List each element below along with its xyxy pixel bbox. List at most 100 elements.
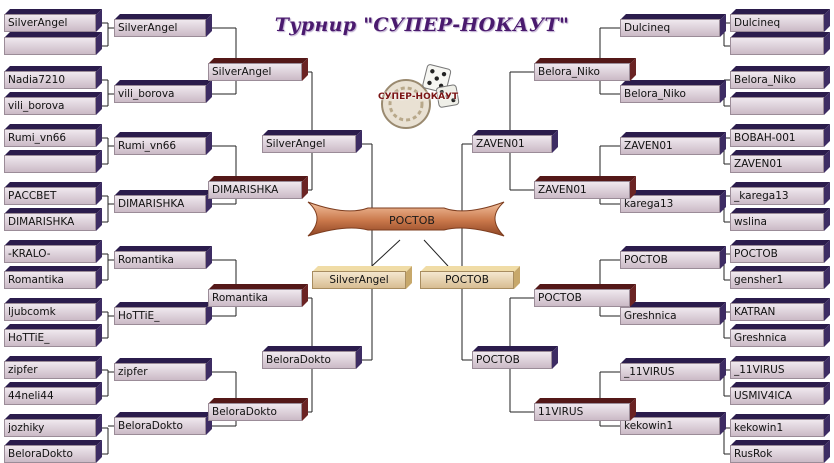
right-round1-slot[interactable]: [730, 92, 830, 115]
left-semifinal-slot[interactable]: BeloraDokto: [262, 346, 362, 369]
player-name: BeloraDokto: [118, 420, 183, 432]
right-round1-slot[interactable]: ВОВАН-001: [730, 124, 830, 147]
right-round1-slot[interactable]: gensher1: [730, 266, 830, 289]
right-round1-slot[interactable]: USMIV4ICA: [730, 382, 830, 405]
right-round2-slot[interactable]: kekowin1: [620, 412, 726, 435]
right-round1-slot[interactable]: wslina: [730, 208, 830, 231]
left-round2-slot[interactable]: Romantika: [114, 246, 212, 269]
player-name: Romantika: [8, 274, 64, 286]
player-name: _11VIRUS: [734, 364, 785, 376]
left-round1-slot[interactable]: [4, 150, 102, 173]
player-name: -KRALO-: [8, 248, 51, 260]
player-name: [734, 98, 820, 114]
left-round3-slot[interactable]: BeloraDokto: [208, 398, 308, 421]
player-name: wslina: [734, 216, 767, 228]
left-round1-slot[interactable]: Rumi_vn66: [4, 124, 102, 147]
left-round1-slot[interactable]: ljubcomk: [4, 298, 102, 321]
left-round1-slot[interactable]: zipfer: [4, 356, 102, 379]
player-name: BeloraDokto: [266, 354, 331, 366]
logo-text: СУПЕР-НОКАУТ: [378, 92, 459, 102]
right-round2-slot[interactable]: Belora_Niko: [620, 80, 726, 103]
right-round1-slot[interactable]: ZAVEN01: [730, 150, 830, 173]
left-round1-slot[interactable]: -KRALO-: [4, 240, 102, 263]
left-round1-slot[interactable]: vili_borova: [4, 92, 102, 115]
right-finalist-slot[interactable]: РОСТОВ: [420, 266, 520, 289]
player-name: SilverAngel: [8, 17, 68, 29]
right-round2-slot[interactable]: karega13: [620, 190, 726, 213]
player-name: Dulcineq: [734, 17, 781, 29]
player-name: DIMARISHKA: [118, 198, 185, 210]
right-round3-slot[interactable]: Belora_Niko: [534, 58, 636, 81]
player-name: РОСТОВ: [734, 248, 778, 260]
left-round2-slot[interactable]: SilverAngel: [114, 14, 212, 37]
player-name: ljubcomk: [8, 306, 56, 318]
left-round3-slot[interactable]: Romantika: [208, 284, 308, 307]
player-name: [8, 156, 92, 172]
player-name: RusRok: [734, 448, 773, 460]
left-round2-slot[interactable]: HoTTiE_: [114, 302, 212, 325]
right-round3-slot[interactable]: РОСТОВ: [534, 284, 636, 307]
left-round1-slot[interactable]: SilverAngel: [4, 9, 102, 32]
player-name: BeloraDokto: [8, 448, 73, 460]
left-round3-slot[interactable]: SilverAngel: [208, 58, 308, 81]
left-round3-slot[interactable]: DIMARISHKA: [208, 176, 308, 199]
right-round1-slot[interactable]: РОСТОВ: [730, 240, 830, 263]
left-semifinal-slot[interactable]: SilverAngel: [262, 130, 362, 153]
player-name: РОСТОВ: [624, 254, 668, 266]
player-name: SilverAngel: [329, 274, 389, 286]
player-name: РОСТОВ: [538, 292, 582, 304]
right-round1-slot[interactable]: RusRok: [730, 440, 830, 463]
player-name: DIMARISHKA: [8, 216, 75, 228]
player-name: kekowin1: [624, 420, 674, 432]
left-round1-slot[interactable]: DIMARISHKA: [4, 208, 102, 231]
right-round2-slot[interactable]: РОСТОВ: [620, 246, 726, 269]
right-semifinal-slot[interactable]: РОСТОВ: [472, 346, 558, 369]
player-name: SilverAngel: [212, 66, 272, 78]
player-name: SilverAngel: [266, 138, 326, 150]
right-round1-slot[interactable]: [730, 32, 830, 55]
left-round2-slot[interactable]: DIMARISHKA: [114, 190, 212, 213]
right-round1-slot[interactable]: Greshnica: [730, 324, 830, 347]
left-round2-slot[interactable]: Rumi_vn66: [114, 132, 212, 155]
left-round1-slot[interactable]: [4, 32, 102, 55]
right-round3-slot[interactable]: ZAVEN01: [534, 176, 636, 199]
player-name: [8, 38, 92, 54]
right-round2-slot[interactable]: Greshnica: [620, 302, 726, 325]
right-round3-slot[interactable]: 11VIRUS: [534, 398, 636, 421]
player-name: vili_borova: [118, 88, 175, 100]
right-round2-slot[interactable]: ZAVEN01: [620, 132, 726, 155]
left-round1-slot[interactable]: 44neli44: [4, 382, 102, 405]
left-round1-slot[interactable]: Romantika: [4, 266, 102, 289]
left-round2-slot[interactable]: vili_borova: [114, 80, 212, 103]
right-round1-slot[interactable]: Dulcineq: [730, 9, 830, 32]
right-round1-slot[interactable]: _karega13: [730, 182, 830, 205]
player-name: ZAVEN01: [476, 138, 525, 150]
right-round1-slot[interactable]: _11VIRUS: [730, 356, 830, 379]
champion-name: РОСТОВ: [389, 214, 435, 227]
player-name: gensher1: [734, 274, 784, 286]
player-name: kekowin1: [734, 422, 784, 434]
player-name: _karega13: [734, 190, 789, 202]
player-name: Dulcineq: [624, 22, 671, 34]
left-round1-slot[interactable]: jozhiky: [4, 414, 102, 437]
left-round1-slot[interactable]: Nadia7210: [4, 66, 102, 89]
player-name: РОСТОВ: [476, 354, 520, 366]
bracket-line: [371, 239, 401, 267]
right-round1-slot[interactable]: KATRAN: [730, 298, 830, 321]
left-round1-slot[interactable]: РАССВЕТ: [4, 182, 102, 205]
player-name: Nadia7210: [8, 74, 66, 86]
right-semifinal-slot[interactable]: ZAVEN01: [472, 130, 558, 153]
player-name: ВОВАН-001: [734, 132, 796, 144]
right-round1-slot[interactable]: Belora_Niko: [730, 66, 830, 89]
right-round2-slot[interactable]: _11VIRUS: [620, 358, 726, 381]
left-round1-slot[interactable]: BeloraDokto: [4, 440, 102, 463]
player-name: HoTTiE_: [8, 332, 50, 344]
right-round1-slot[interactable]: kekowin1: [730, 414, 830, 437]
left-finalist-slot[interactable]: SilverAngel: [312, 266, 412, 289]
right-round2-slot[interactable]: Dulcineq: [620, 14, 726, 37]
left-round2-slot[interactable]: BeloraDokto: [114, 412, 212, 435]
left-round1-slot[interactable]: HoTTiE_: [4, 324, 102, 347]
player-name: vili_borova: [8, 100, 65, 112]
player-name: 44neli44: [8, 390, 54, 402]
left-round2-slot[interactable]: zipfer: [114, 358, 212, 381]
